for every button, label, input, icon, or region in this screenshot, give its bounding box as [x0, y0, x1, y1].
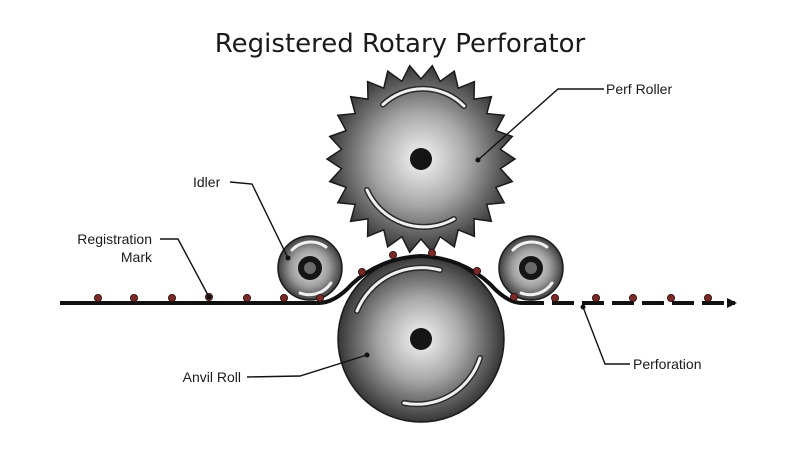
registration-marks	[94, 248, 713, 302]
label-anvil-roll: Anvil Roll	[183, 369, 241, 385]
label-perforation: Perforation	[633, 356, 701, 372]
registration-mark-dot	[94, 293, 103, 302]
registration-mark-dot	[509, 292, 518, 301]
perforation-leader	[582, 306, 630, 365]
anvil-roll-upper-arc	[355, 266, 442, 313]
idler-left	[277, 235, 343, 301]
registration-mark-dot	[129, 293, 138, 302]
anvil-roll-hub	[410, 328, 432, 350]
registration-mark-dot	[242, 293, 251, 302]
idler-right	[498, 235, 564, 301]
web-solid	[60, 253, 523, 305]
idler-leader	[229, 181, 289, 259]
registration-mark-dot	[592, 293, 601, 302]
label-idler: Idler	[193, 174, 221, 190]
registration-mark-dot	[472, 266, 481, 275]
registration-mark-dot	[388, 250, 397, 259]
anvil-roll-leader	[246, 354, 368, 378]
registration-mark-dot	[279, 293, 288, 302]
anvil-roll-lower-arc	[402, 356, 482, 406]
registration-mark-dot	[551, 293, 560, 302]
perf-roller-hub	[410, 148, 432, 170]
label-perf-roller: Perf Roller	[606, 81, 672, 97]
perf-roller	[325, 64, 517, 254]
anvil-roll	[337, 255, 505, 423]
registration-mark-dot	[357, 267, 366, 276]
registration-mark-dot	[427, 248, 436, 257]
label-registration-line1: Registration	[77, 231, 152, 247]
registration-mark-dot	[629, 293, 638, 302]
registration-mark-dot	[667, 293, 676, 302]
diagram-title: Registered Rotary Perforator	[215, 29, 586, 59]
registration-mark-dot	[167, 293, 176, 302]
label-registration-line2: Mark	[121, 249, 153, 265]
perf-roller-leader	[477, 88, 604, 161]
registration-mark-leader	[160, 238, 210, 298]
registration-mark-dot	[315, 293, 324, 302]
registration-mark-dot	[704, 293, 713, 302]
